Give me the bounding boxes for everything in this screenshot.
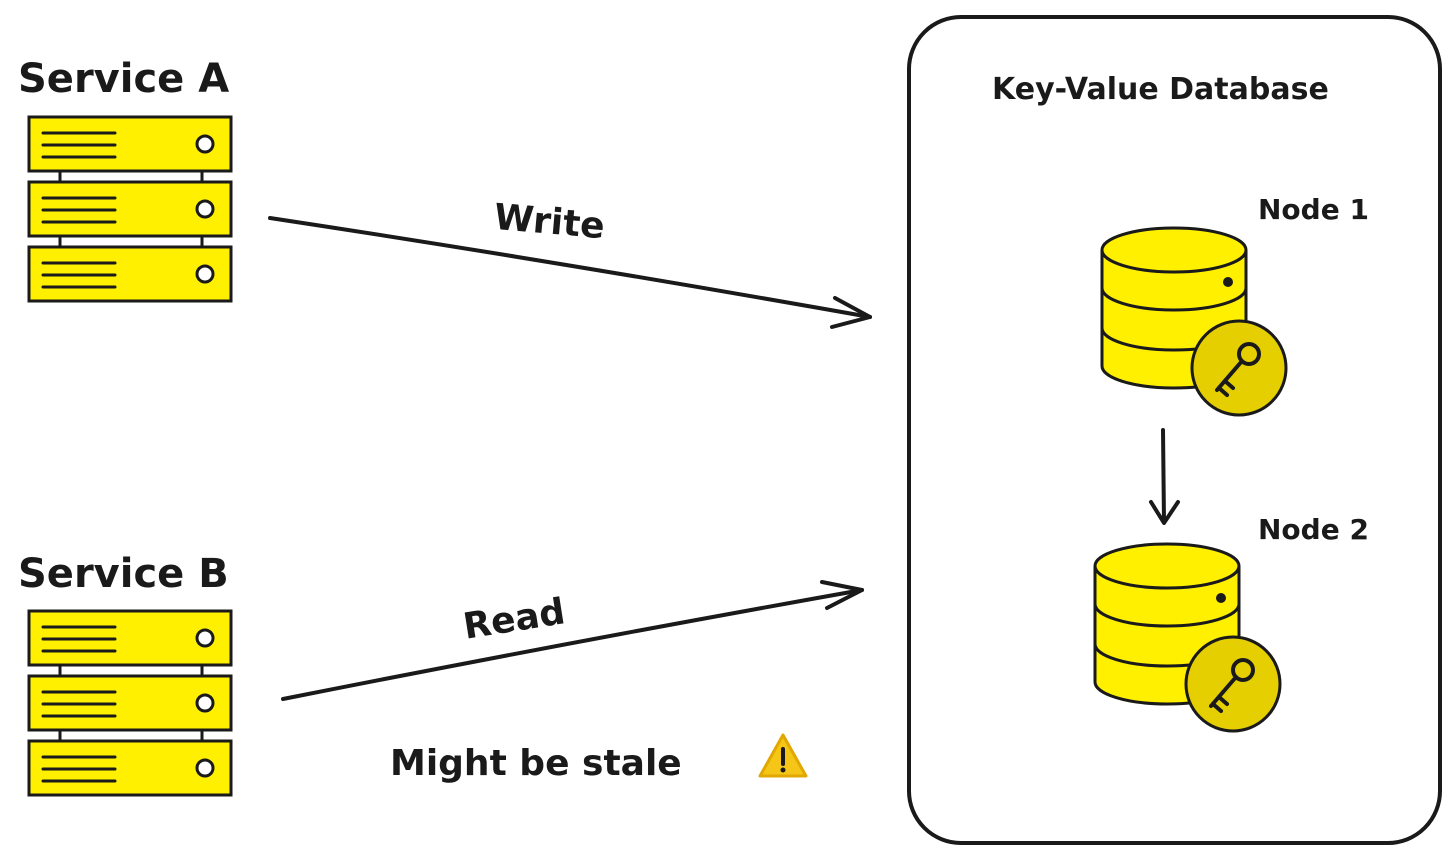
key-icon [1184, 635, 1282, 733]
service-b-label: Service B [18, 551, 229, 597]
node-1: Node 1 [1100, 193, 1369, 417]
server-rack-icon [27, 115, 233, 303]
read-arrow: Read [281, 580, 864, 701]
service-a-label: Service A [18, 56, 229, 102]
stale-note: Might be stale [390, 733, 808, 784]
node-2: Node 2 [1093, 513, 1369, 733]
database-title: Key-Value Database [992, 72, 1329, 107]
key-value-database: Key-Value Database Node 1 Node 2 [907, 15, 1442, 845]
write-label: Write [492, 197, 606, 248]
write-arrow: Write [268, 197, 872, 329]
read-label: Read [461, 591, 568, 647]
service-a: Service A [18, 56, 233, 303]
service-b: Service B [18, 551, 233, 797]
replication-arrow [1149, 428, 1180, 525]
stale-note-text: Might be stale [390, 743, 682, 784]
database-container [907, 15, 1442, 845]
node-1-label: Node 1 [1258, 193, 1369, 226]
node-2-label: Node 2 [1258, 513, 1369, 546]
key-icon [1190, 319, 1288, 417]
server-rack-icon [27, 609, 233, 797]
warning-icon [758, 733, 808, 778]
